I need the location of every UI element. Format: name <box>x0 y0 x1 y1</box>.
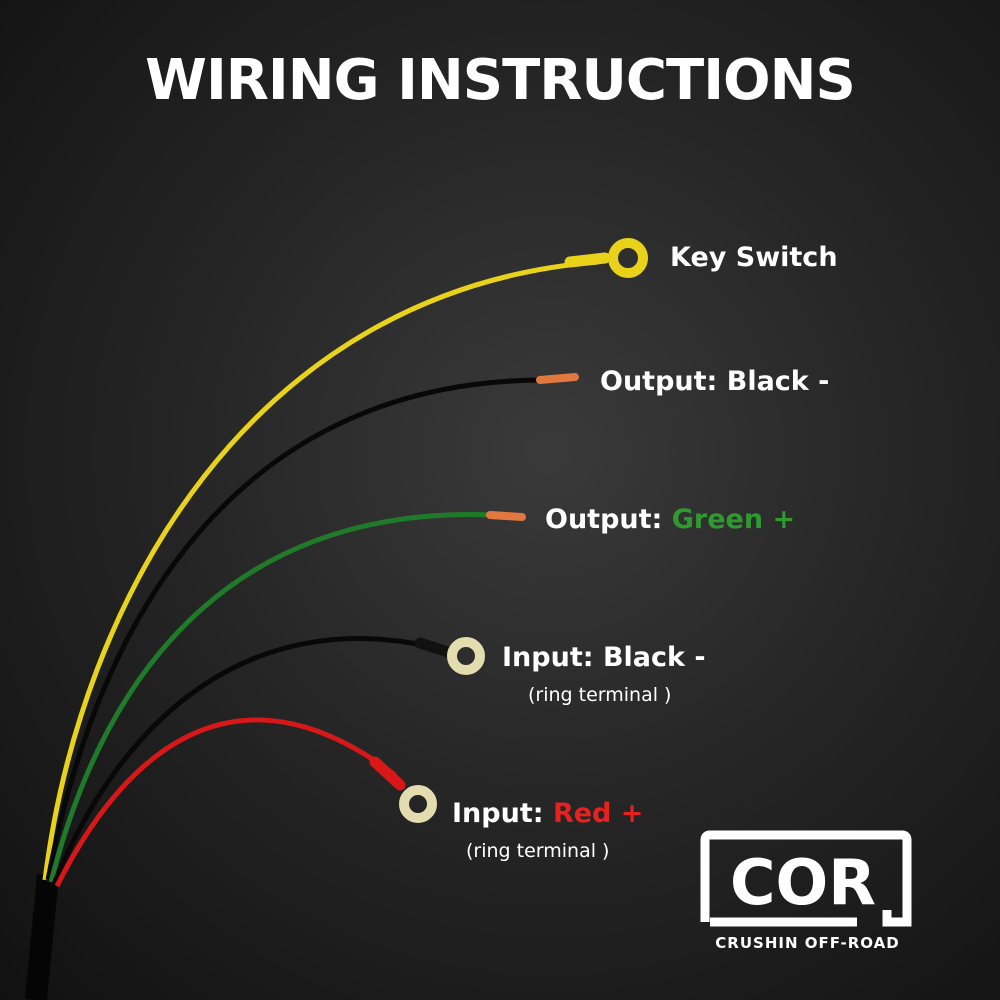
label-prefix: Input: <box>452 798 544 829</box>
label-prefix: Output: <box>545 504 663 535</box>
red-crimp <box>369 756 406 791</box>
label-output-black: Output: Black - <box>600 366 829 397</box>
label-value: Black - <box>726 366 830 397</box>
wire-red <box>54 717 397 888</box>
wire-black-output <box>45 377 546 881</box>
logo-mark: COR <box>730 846 876 919</box>
label-prefix: Output: <box>600 366 718 397</box>
cor-logo: COR <box>700 830 912 927</box>
label-value: Red + <box>552 798 644 829</box>
wire-bundle-sleeve <box>25 873 59 1000</box>
copper-end-output-black <box>536 373 579 384</box>
label-value: Black - <box>602 642 706 673</box>
label-value: Green + <box>671 504 796 535</box>
wire-yellow <box>42 259 599 881</box>
copper-end-output-green <box>486 511 526 521</box>
note-input-black: (ring terminal ) <box>528 684 672 706</box>
logo-frame <box>700 830 912 927</box>
ring-terminal-input-red <box>399 785 437 823</box>
wire-black-input <box>51 636 446 885</box>
label-output-green: Output: Green + <box>545 504 795 535</box>
label-prefix: Input: <box>502 642 594 673</box>
label-input-red: Input: Red + <box>452 798 643 829</box>
label-input-black: Input: Black - <box>502 642 706 673</box>
label-key-switch: Key Switch <box>670 242 838 273</box>
page-title: WIRING INSTRUCTIONS <box>145 48 856 113</box>
logo-tagline: CRUSHIN OFF-ROAD <box>715 934 900 952</box>
ring-terminal-input-black <box>447 637 485 675</box>
yellow-crimp <box>564 252 611 268</box>
ring-terminal-key-switch <box>608 238 648 278</box>
note-input-red: (ring terminal ) <box>466 840 610 862</box>
black-crimp <box>414 637 454 658</box>
wire-green <box>48 512 496 883</box>
